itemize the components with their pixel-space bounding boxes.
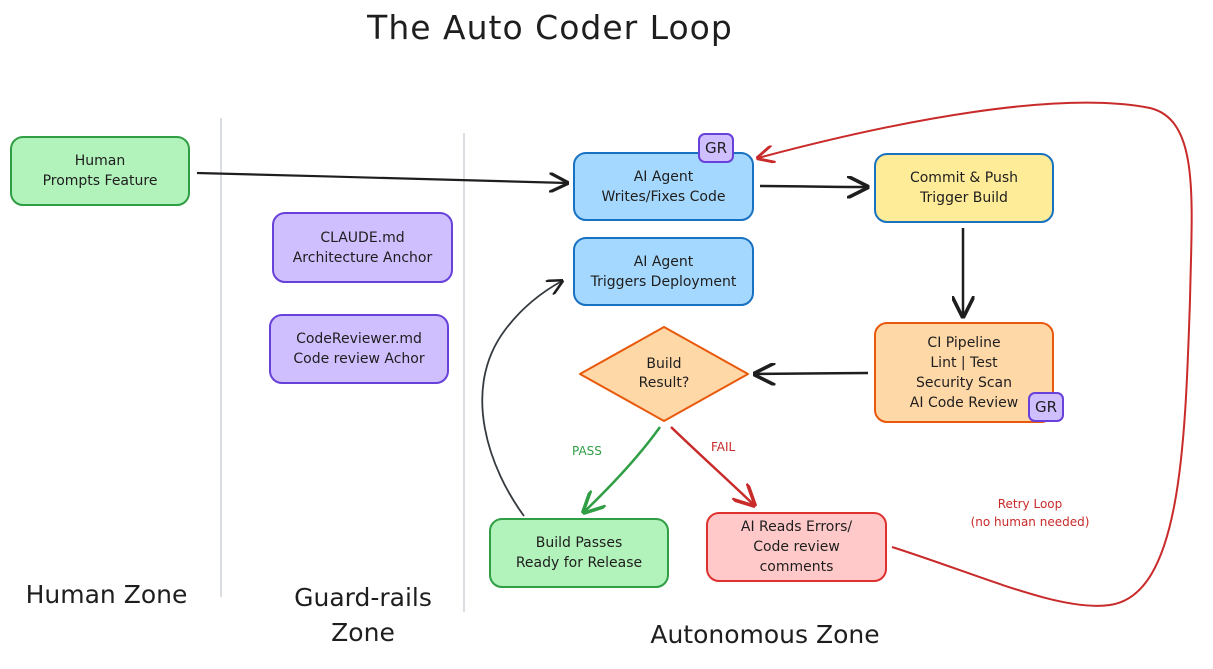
node-text-line: CI Pipeline <box>927 334 1001 351</box>
guardrail-badge-ci-pipeline: GR <box>1028 392 1064 422</box>
arrow-ci-to-build-result <box>755 373 869 374</box>
retry-label-line2: (no human needed) <box>970 515 1090 529</box>
node-text-line: Build <box>646 356 682 372</box>
arrow-ai-writes-to-commit <box>759 186 867 187</box>
zone-label-human: Human Zone <box>25 580 188 609</box>
node-text-line: CodeReviewer.md <box>296 331 422 347</box>
node-code-reviewer-md: CodeReviewer.md Code review Achor <box>269 314 449 384</box>
node-text-line: Writes/Fixes Code <box>601 188 726 205</box>
node-text-line: Security Scan <box>916 374 1012 391</box>
arrow-pass <box>584 426 662 512</box>
node-text-line: Triggers Deployment <box>590 273 737 290</box>
arrow-retry-loop <box>758 101 1193 607</box>
edge-label-pass: PASS <box>572 444 602 458</box>
node-text-line: Trigger Build <box>920 190 1008 206</box>
zone-label-guardrails: Guard-rails Zone <box>268 580 458 650</box>
node-ai-reads-errors: AI Reads Errors/ Code review comments <box>706 512 887 582</box>
arrow-build-passes-to-deploy <box>481 281 562 517</box>
node-text-line: AI Agent <box>633 253 694 270</box>
node-claude-md: CLAUDE.md Architecture Anchor <box>272 212 453 283</box>
node-text-line: AI Agent <box>633 168 694 185</box>
node-human-prompts-feature: Human Prompts Feature <box>10 136 190 206</box>
node-text-line: AI Code Review <box>909 394 1019 411</box>
arrow-fail <box>670 426 754 505</box>
diagram-title: The Auto Coder Loop <box>367 8 733 47</box>
guardrail-badge-ai-writes: GR <box>698 133 734 163</box>
zone-label-autonomous: Autonomous Zone <box>650 620 880 649</box>
node-text-line: Architecture Anchor <box>292 249 433 266</box>
node-text-line: Human <box>74 153 126 169</box>
node-text-line: Lint | Test <box>930 354 998 371</box>
zone-label-guardrails-line1: Guard-rails <box>294 583 432 612</box>
node-text-line: Code review <box>753 539 840 555</box>
node-text-line: comments <box>759 559 834 575</box>
node-text-line: Result? <box>638 375 690 391</box>
node-text-line: AI Reads Errors/ <box>740 519 853 535</box>
node-text-line: Commit & Push <box>909 170 1019 186</box>
node-ci-pipeline: CI Pipeline Lint | Test Security Scan AI… <box>874 322 1054 423</box>
node-text-line: Ready for Release <box>515 555 643 571</box>
node-ai-agent-writes-code: AI Agent Writes/Fixes Code <box>573 152 754 221</box>
node-ai-agent-triggers-deployment: AI Agent Triggers Deployment <box>573 237 754 306</box>
build-result-diamond <box>579 326 749 422</box>
zone-label-guardrails-line2: Zone <box>331 618 395 647</box>
node-commit-push: Commit & Push Trigger Build <box>874 153 1054 223</box>
node-text-line: Build Passes <box>535 535 623 551</box>
node-text-line: Code review Achor <box>293 351 425 367</box>
edge-label-fail: FAIL <box>711 440 736 454</box>
arrow-human-to-ai-writes <box>196 171 567 183</box>
retry-label-line1: Retry Loop <box>997 497 1063 511</box>
node-text-line: CLAUDE.md <box>320 229 405 246</box>
node-text-line: Prompts Feature <box>42 173 158 189</box>
edge-label-retry-loop: Retry Loop (no human needed) <box>955 495 1105 531</box>
node-build-passes: Build Passes Ready for Release <box>489 518 669 588</box>
build-result-label: Build Result? <box>614 355 714 393</box>
